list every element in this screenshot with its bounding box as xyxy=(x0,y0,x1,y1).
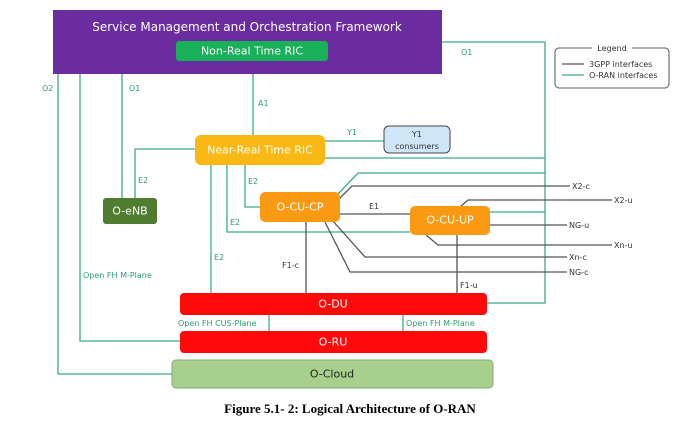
y1-label: Y1 xyxy=(346,128,357,137)
o-cu-cp-label: O-CU-CP xyxy=(277,201,324,214)
open-fh-m-plane-left-line xyxy=(79,74,180,342)
f1c-label: F1-c xyxy=(282,261,299,270)
x2c-label: X2-c xyxy=(572,182,590,191)
o-du-label: O-DU xyxy=(318,298,347,311)
o-cloud-label: O-Cloud xyxy=(310,368,354,381)
e2-cucp-label: E2 xyxy=(248,177,258,186)
open-fh-m-plane-left-label: Open FH M-Plane xyxy=(83,271,152,280)
x2u-line xyxy=(459,199,612,208)
o-ru-box[interactable] xyxy=(180,331,487,353)
xnu-label: Xn-u xyxy=(614,241,633,250)
ngc-label: NG-c xyxy=(569,268,588,277)
o1-left-label: O1 xyxy=(129,84,140,93)
legend-title-bg xyxy=(592,42,632,54)
e2-cucp-line xyxy=(244,165,260,208)
xnu-line xyxy=(425,234,612,246)
o2-line xyxy=(57,74,172,375)
x2u-label: X2-u xyxy=(614,196,633,205)
e2-enb-label: E2 xyxy=(138,176,148,185)
xnc-label: Xn-c xyxy=(569,253,587,262)
xnc-line xyxy=(331,219,567,258)
y1-consumers-box[interactable] xyxy=(383,125,451,154)
smo-label: Service Management and Orchestration Fra… xyxy=(92,20,402,34)
open-fh-m-plane-right-label: Open FH M-Plane xyxy=(406,319,475,328)
y1-consumers-label-line1: Y1 xyxy=(411,130,422,139)
legend-3gpp-label: 3GPP interfaces xyxy=(589,60,652,69)
e2-cuup-label: E2 xyxy=(230,218,240,227)
legend-oran-label: O-RAN interfaces xyxy=(589,71,658,80)
y1-consumers-label-line2: consumers xyxy=(395,142,439,151)
near-rt-ric-label: Near-Real Time RIC xyxy=(207,144,313,157)
a1-label: A1 xyxy=(258,99,269,108)
legend: Legend 3GPP interfaces O-RAN interfaces xyxy=(554,42,670,89)
o-cloud-box[interactable] xyxy=(171,359,494,389)
o-du-box[interactable] xyxy=(180,293,487,315)
open-fh-cus-plane-label: Open FH CUS-Plane xyxy=(178,319,256,328)
e2-enb-line xyxy=(134,148,195,198)
ngc-line xyxy=(324,221,567,273)
near-rt-ric-box[interactable] xyxy=(195,135,325,165)
x2c-line xyxy=(337,185,570,201)
ngu-label: NG-u xyxy=(569,221,589,230)
figure-caption: Figure 5.1- 2: Logical Architecture of O… xyxy=(224,401,476,416)
legend-title: Legend xyxy=(597,44,626,53)
nonrt-ric-box[interactable] xyxy=(176,41,328,61)
o-cu-cp-box[interactable] xyxy=(260,192,340,222)
o-cu-up-label: O-CU-UP xyxy=(426,214,474,227)
o2-label: O2 xyxy=(42,84,53,93)
o-enb-label: O-eNB xyxy=(112,205,147,218)
e1-label: E1 xyxy=(369,202,379,211)
o-cu-up-box[interactable] xyxy=(410,206,490,235)
o-enb-box[interactable] xyxy=(103,198,157,224)
e2-cuup-line xyxy=(226,165,410,233)
cucp-o1-line xyxy=(337,172,545,195)
nonrt-ric-label: Non-Real Time RIC xyxy=(201,45,303,58)
o1-right-label: O1 xyxy=(461,48,472,57)
f1u-label: F1-u xyxy=(460,281,478,290)
o-ru-label: O-RU xyxy=(319,336,348,349)
e2-du-label: E2 xyxy=(214,253,224,262)
